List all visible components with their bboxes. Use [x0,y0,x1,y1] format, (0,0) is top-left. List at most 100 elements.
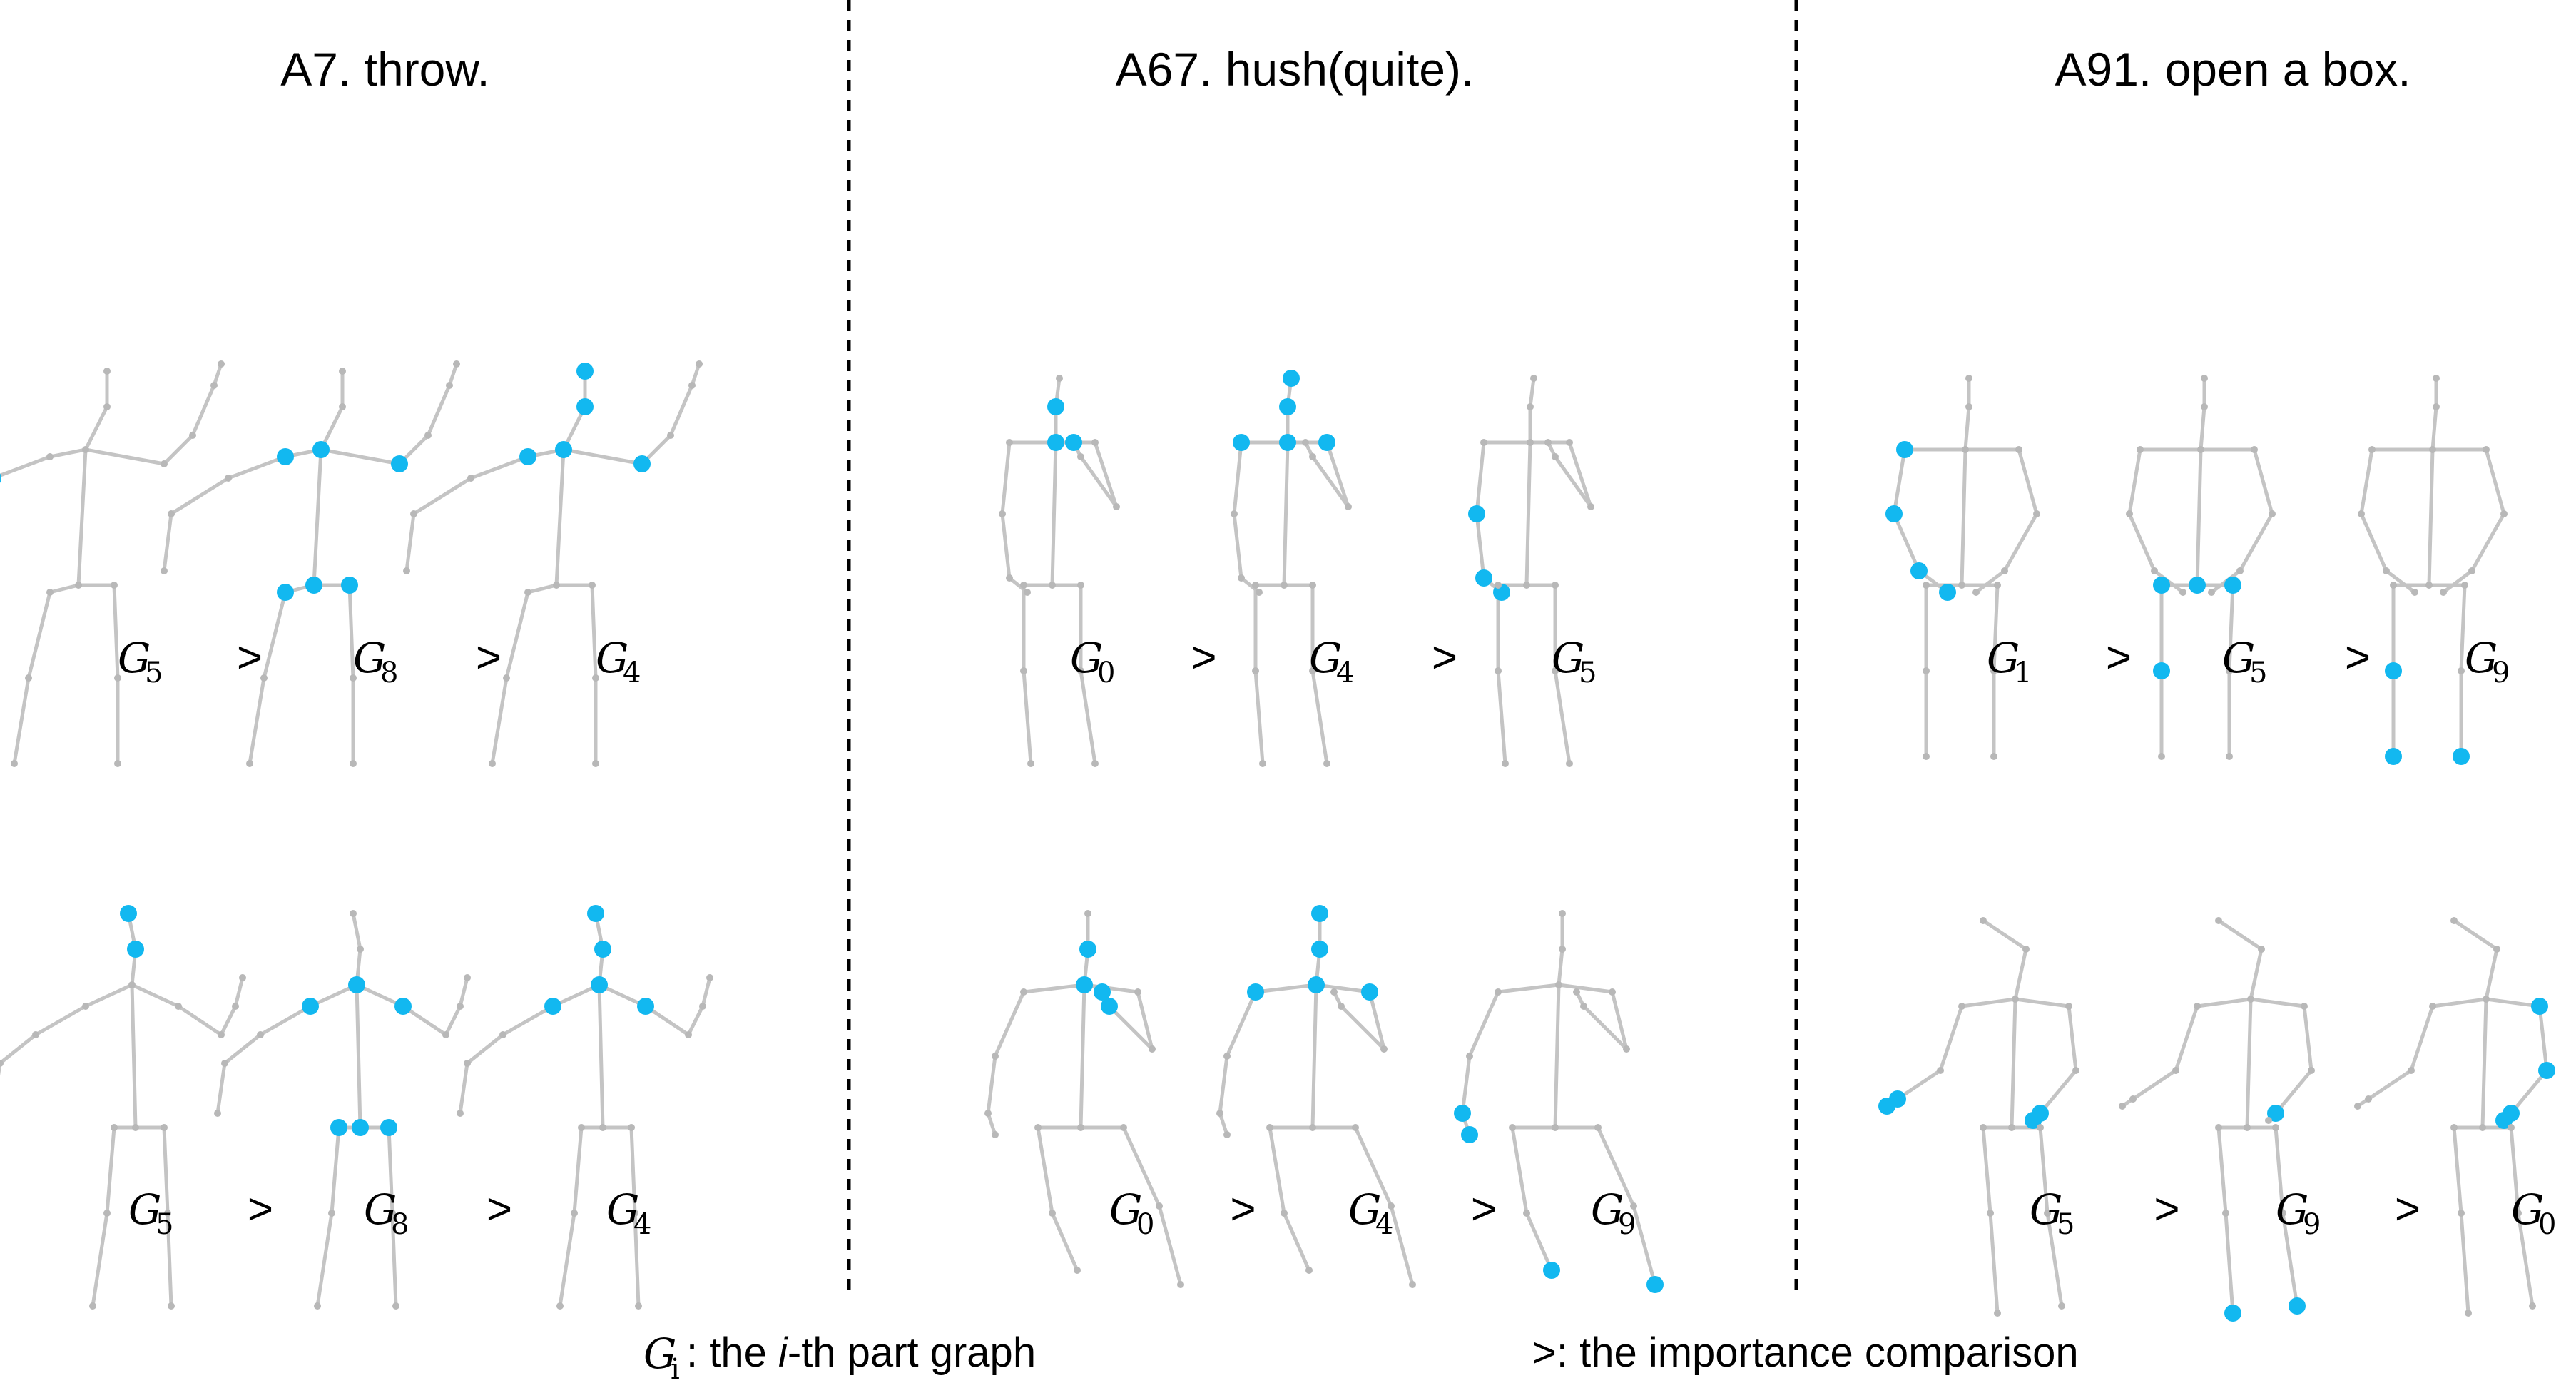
skeleton-bone [1389,1204,1415,1287]
skeleton-joint [424,432,432,439]
skeleton-bone [212,362,223,387]
comparison-symbol: > [1432,633,1457,682]
skeleton-joint [2215,917,2222,924]
ranking-graph-label: G [606,1185,639,1234]
skeleton-joint [339,368,346,375]
skeleton-bone [2427,447,2435,587]
skeleton-joint [260,674,268,682]
skeleton-figure [1454,910,1664,1293]
skeleton-joint [1330,988,1338,996]
highlighted-joint [305,577,322,594]
skeleton-bone [1496,983,1561,994]
highlighted-joint [1101,998,1118,1015]
skeleton-joint [218,360,225,368]
skeleton-joint [1216,1110,1223,1117]
skeleton-bone [1892,512,1921,573]
ranking-graph-label: G [2511,1185,2544,1234]
skeleton-bone [1596,1125,1636,1208]
skeleton-joint [457,1003,464,1010]
highlighted-joint [302,998,319,1015]
skeleton-bone [1093,440,1119,509]
skeleton-joint [2279,1210,2286,1217]
skeleton-bone [355,983,362,1130]
skeleton-bone [1960,997,2017,1008]
highlighted-joint [1233,434,1250,451]
skeleton-bone [83,983,134,1008]
skeleton-joint [457,1110,464,1117]
skeleton-bone [330,1125,341,1215]
highlighted-joint [2153,577,2170,594]
skeleton-bone [0,455,52,477]
highlighted-joint [1279,434,1296,451]
skeleton-joint [1480,439,1487,446]
panel-title-a91: A91. open a box. [2055,43,2410,96]
ranking-graph-subscript: 0 [1136,1208,1154,1241]
skeleton-joint [350,910,357,917]
skeleton-bone [1610,990,1629,1051]
skeleton-bone [351,911,362,951]
highlighted-joint [1543,1262,1560,1279]
skeleton-joint [1937,1067,1944,1074]
skeleton-joint [350,674,357,682]
skeleton-bone [1475,440,1486,516]
skeleton-joint [2483,446,2490,453]
skeleton-joint [1077,667,1084,674]
skeleton-bone [1510,1125,1529,1215]
legend-importance-comparison: >: the importance comparison [1532,1329,2079,1376]
skeleton-joint [1552,582,1559,589]
skeleton-joint [1566,760,1573,767]
ranking-graph-label: G [2276,1185,2308,1234]
skeleton-joint [2244,1124,2251,1131]
skeleton-bone [2199,405,2206,452]
skeleton-joint [2450,917,2458,924]
skeleton-bone [2216,918,2264,951]
skeleton-joint [1980,917,1987,924]
skeleton-joint [1559,946,1566,953]
skeleton-bone [1524,440,1532,587]
skeleton-joint [2354,1103,2361,1110]
highlighted-joint [1318,434,1335,451]
skeleton-bone [2452,918,2499,951]
skeleton-bone [643,1004,691,1037]
skeleton-joint [2468,567,2475,574]
skeleton-joint [2450,1124,2458,1131]
skeleton-bone [2430,997,2488,1008]
skeleton-joint [442,1031,449,1038]
skeleton-joint [2508,1124,2515,1131]
skeleton-joint [1994,582,2001,589]
highlighted-joint [2385,662,2402,679]
skeleton-bone [1136,990,1154,1051]
ranking-graph-subscript: 5 [1579,657,1597,689]
skeleton-joint [1555,981,1562,988]
highlighted-joint [2495,1112,2513,1129]
skeleton-joint [1238,574,1245,582]
highlighted-joint [2289,1297,2306,1315]
skeleton-joint [1587,503,1594,510]
skeleton-bone [1981,1125,1992,1215]
skeleton-joint [1559,910,1566,917]
skeleton-joint [1527,439,1534,446]
skeleton-bone [2441,569,2474,594]
ranking-graph-subscript: 4 [623,657,641,689]
skeleton-bone [2067,1004,2078,1073]
comparison-symbol: > [487,1185,512,1234]
skeleton-joint [257,1031,264,1038]
skeleton-figure [2119,917,2315,1322]
skeleton-joint [1972,589,1980,596]
skeleton-bone [2484,947,2499,1001]
skeleton-bone [701,976,712,1008]
skeleton-joint [467,475,474,482]
highlighted-joint [591,976,608,993]
skeleton-bone [2038,1125,2050,1215]
skeleton-bone [1353,1125,1393,1208]
skeleton-joint [1309,1124,1316,1131]
highlighted-joint [2538,1062,2555,1079]
skeleton-bone [1310,669,1329,766]
skeleton-bone [1467,990,1500,1058]
skeleton-joint [2012,996,2019,1003]
skeleton-joint [1074,1267,1081,1274]
panel-title-a7: A7. throw. [280,43,490,96]
skeleton-joint [103,1210,111,1217]
skeleton-joint [2037,1124,2044,1131]
